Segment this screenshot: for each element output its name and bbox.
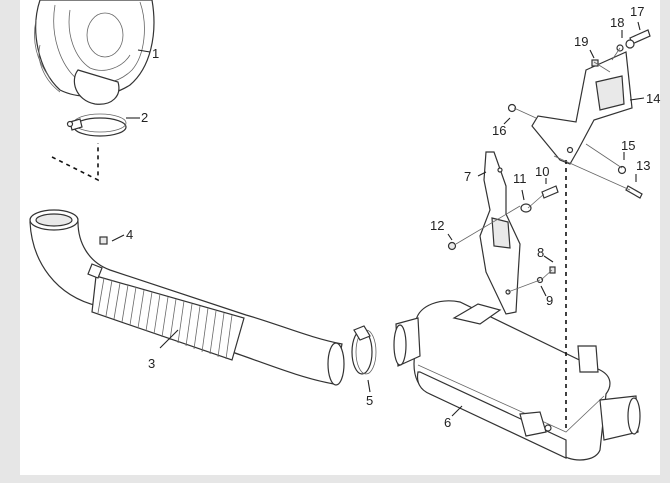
label-3: 3	[148, 356, 155, 371]
bottom-margin-strip	[0, 475, 670, 483]
label-7: 7	[464, 169, 471, 184]
exhaust-pipe	[29, 209, 345, 386]
label-11: 11	[513, 171, 527, 186]
label-9: 9	[546, 293, 553, 308]
nut-4	[99, 236, 108, 245]
left-margin-strip	[0, 0, 20, 483]
label-1: 1	[152, 46, 159, 61]
label-18: 18	[610, 15, 624, 30]
label-5: 5	[366, 393, 373, 408]
connector-dashed-left	[51, 143, 99, 182]
bracket-vertical	[452, 151, 521, 325]
right-margin-strip	[660, 0, 670, 483]
label-10: 10	[535, 164, 549, 179]
label-8: 8	[537, 245, 544, 260]
label-4: 4	[126, 227, 133, 242]
label-13: 13	[636, 158, 650, 173]
clamp-top	[66, 113, 127, 137]
label-15: 15	[621, 138, 635, 153]
band-clamp	[351, 325, 377, 375]
leader-lines	[111, 21, 645, 417]
label-2: 2	[141, 110, 148, 125]
bracket-top	[531, 51, 633, 165]
muffler	[393, 300, 641, 461]
label-19: 19	[574, 34, 588, 49]
label-17: 17	[630, 4, 644, 19]
turbo-housing	[34, 0, 155, 105]
label-12: 12	[430, 218, 444, 233]
label-6: 6	[444, 415, 451, 430]
label-16: 16	[492, 123, 506, 138]
connector-lines-right	[455, 47, 631, 432]
label-14: 14	[646, 91, 660, 106]
